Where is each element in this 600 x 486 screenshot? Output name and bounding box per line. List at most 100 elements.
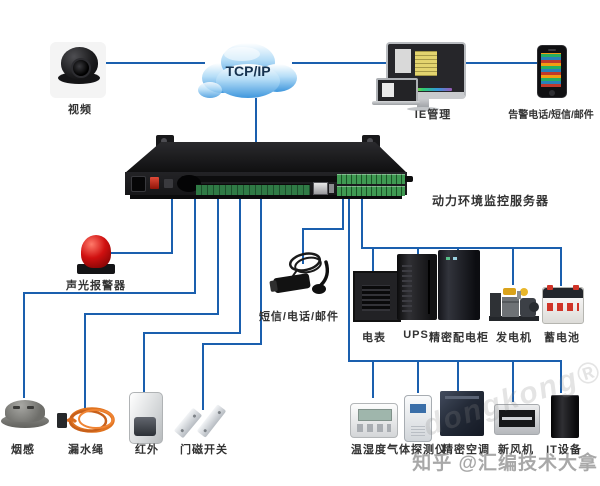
terminal-strip [196,184,310,195]
connector-line [417,247,419,257]
imac-document [415,51,437,76]
cabinet-led [453,257,457,260]
phone-label: 告警电话/短信/邮件 [508,110,594,121]
precision-ac-label: 精密空调 [442,444,490,456]
connector-line [560,247,562,286]
connector-line [560,360,562,393]
connector-line [202,345,204,410]
gas-detector-icon [404,395,432,442]
connector-line [457,360,459,391]
terminal-block [337,174,405,184]
ups-vents [402,262,412,312]
distribution-cabinet-icon [438,250,480,320]
server-jack [164,179,173,188]
connector-line [512,247,514,285]
power-switch [150,177,159,189]
ups-icon [397,254,437,320]
laptop-icon [376,78,418,104]
connector-line [217,198,219,315]
imac-stand [417,99,429,108]
battery-markings [547,303,579,311]
ethernet-port [313,182,328,195]
connector-line [110,252,173,254]
imac-dock [394,88,452,91]
phone-screen [541,53,561,87]
computer-label: IE管理 [414,109,452,121]
infrared-label: 红外 [135,444,159,456]
gas-grill [411,426,425,436]
connector-line [202,343,262,345]
imac-icon [386,42,466,99]
zhihu-watermark: 知乎 @汇编技术大拿 [412,453,598,474]
connector-line [302,228,344,230]
precision-ac-icon [440,391,484,436]
connector-line [372,360,374,398]
terminal-block [337,186,405,196]
connector-line [194,198,196,294]
connector-line [372,247,374,271]
meter-label: 电表 [362,332,386,344]
power-inlet [131,176,146,192]
door-switch-icon [173,404,232,442]
th-buttons [357,424,391,432]
th-lcd [358,409,392,421]
server-base [130,195,402,199]
server-top-face [125,142,407,173]
temp-humidity-icon [350,403,398,438]
phone-icon [537,45,567,98]
connector-line [462,62,540,64]
ups-door-line [428,260,430,314]
smoke-label: 烟感 [11,444,35,456]
smoke-sensor-icon [1,396,49,436]
pir-window [134,417,156,436]
connector-line [417,360,419,393]
connector-line [348,360,562,362]
server-label: 动力环境监控服务器 [432,194,550,208]
server-recess [177,175,201,192]
server-slot [181,176,413,182]
gas-detector-label: 气体探测仪 [387,444,447,456]
cabinet-label: 精密配电柜 [429,332,489,344]
door-switch-bar [196,404,227,438]
connector-line [84,313,219,315]
meter-grille [362,285,390,311]
imac-foot [407,107,439,111]
connector-line [292,62,388,64]
camera-label: 视频 [68,104,92,116]
connector-line [361,198,363,249]
battery-terminal [547,285,553,290]
connector-line [143,332,241,334]
connector-line [361,247,562,249]
phone-speaker [548,49,556,51]
ac-vent [445,396,479,399]
smoke-slot [27,406,34,409]
electric-meter-icon [353,271,401,322]
connector-line [342,198,344,230]
smoke-slot [13,406,20,409]
smoke-dome [5,400,45,422]
connector-line [239,198,241,334]
alarm-base [77,264,115,274]
alarm-label: 声光报警器 [66,280,126,292]
laptop-document [382,83,394,97]
connector-line [23,292,196,294]
laptop-base [372,101,420,105]
water-rope-label: 漏水绳 [68,444,104,456]
connector-line [98,62,205,64]
connector-line [302,230,304,264]
fan-strip [502,417,532,420]
connector-line [512,360,514,402]
connector-line [260,198,262,345]
temp-humidity-label: 温湿度 [351,444,387,456]
tcpip-label: TCP/IP [225,63,270,79]
connector-line [84,315,86,408]
generator-label: 发电机 [496,332,532,344]
imac-window [395,49,411,73]
modem-label: 短信/电话/邮件 [258,311,340,323]
usb-port [329,184,334,193]
infrared-sensor-icon [129,392,163,444]
gas-screen [410,404,426,413]
connector-line [255,98,257,142]
alarm-beacon-icon [81,235,111,268]
